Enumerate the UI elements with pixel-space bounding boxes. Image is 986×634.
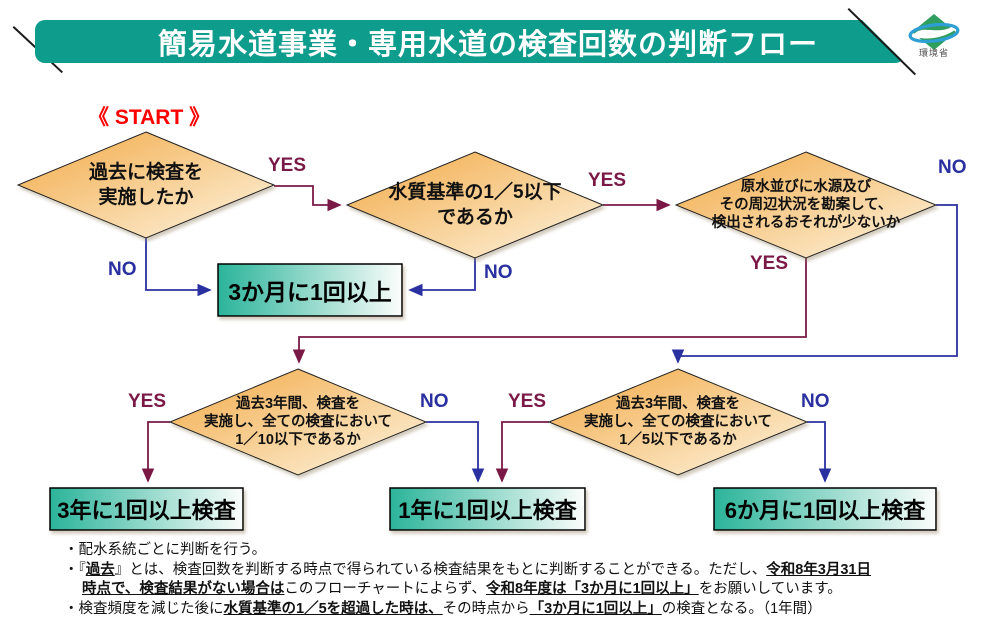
decision-d3-text: 原水並びに水源及びその周辺状況を勘案して、検出されるおそれが少ないか	[711, 179, 901, 231]
label-no-d3: NO	[938, 157, 967, 178]
decision-d2-text: 水質基準の1／5以下であるか	[388, 182, 562, 228]
connector-d1-yes	[274, 185, 342, 212]
decision-one-fifth	[345, 151, 605, 259]
connector-d5-no	[807, 421, 832, 483]
result-1year	[389, 487, 586, 531]
decision-source-risk	[674, 151, 938, 259]
label-yes-d2: YES	[588, 170, 627, 191]
result-6months-text: 6か月に1回以上検査	[724, 498, 926, 523]
result-3years-text: 3年に1回以上検査	[57, 498, 236, 523]
footnote-line: ・検査頻度を減じた後に水質基準の1／5を超過した時は、その時点から「3か月に1回…	[64, 600, 822, 617]
ministry-of-environment-logo-icon	[908, 14, 960, 50]
ministry-logo-label: 環境省	[918, 48, 949, 58]
label-yes-d4: YES	[128, 391, 167, 412]
footnote-line: ・配水系統ごとに判断を行う。	[64, 542, 267, 558]
label-yes-d3: YES	[750, 253, 789, 274]
connector-d2-no	[408, 258, 476, 297]
result-3months-text: 3か月に1回以上	[228, 279, 392, 305]
start-label: 《 START 》	[88, 106, 211, 129]
label-yes-d1: YES	[268, 155, 307, 176]
label-no-d5: NO	[801, 391, 830, 412]
connector-d1-no	[145, 238, 212, 297]
result-1year-text: 1年に1回以上検査	[398, 498, 577, 523]
decision-3yr-one-fifth	[547, 368, 809, 476]
decision-past-inspection	[16, 131, 276, 239]
result-3years	[49, 487, 244, 531]
footnote-line: 時点で、検査結果がない場合はこのフローチャートによらず、令和8年度は「3か月に1…	[82, 581, 842, 597]
connector-d5-yes	[495, 421, 549, 483]
label-yes-d5: YES	[508, 391, 547, 412]
connector-d4-yes	[141, 421, 170, 483]
label-no-d4: NO	[420, 391, 449, 412]
decision-d1-text: 過去に検査を実施したか	[88, 162, 203, 208]
result-3months	[217, 263, 403, 317]
connector-d3-no	[671, 204, 958, 364]
result-6months	[713, 487, 937, 531]
label-no-d2: NO	[484, 262, 513, 283]
footnote-line: ・『過去』とは、検査回数を判断する時点で得られている検査結果をもとに判断すること…	[64, 561, 871, 578]
connector-d3-yes	[292, 258, 807, 364]
page-title: 簡易水道事業・専用水道の検査回数の判断フロー	[157, 28, 818, 61]
label-no-d1: NO	[108, 259, 137, 280]
connector-d4-no	[426, 421, 485, 483]
footnotes: ・配水系統ごとに判断を行う。・『過去』とは、検査回数を判断する時点で得られている…	[64, 541, 964, 619]
title-banner: 簡易水道事業・専用水道の検査回数の判断フロー	[35, 20, 905, 63]
decision-3yr-one-tenth	[168, 368, 428, 476]
